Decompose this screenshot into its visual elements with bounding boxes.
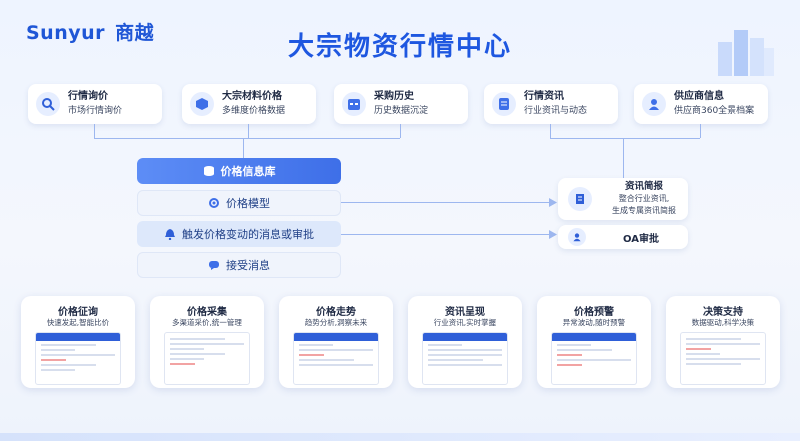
brief-title: 资讯简报 (624, 181, 663, 192)
feature-title: 资讯呈现 (445, 307, 485, 318)
cube-icon (190, 92, 214, 116)
bell-icon (165, 229, 175, 240)
card-sub: 市场行情询价 (68, 106, 123, 116)
card-purchase-history[interactable]: 采购历史历史数据沉淀 (334, 84, 468, 124)
pill-label: 价格信息库 (220, 165, 276, 178)
arrow-head-icon (549, 230, 557, 239)
feature-screenshot (293, 332, 379, 385)
chat-icon (209, 261, 219, 270)
receive-message-pill[interactable]: 接受消息 (137, 252, 341, 278)
feature-sub: 异常波动,随时预警 (562, 318, 626, 327)
feature-sub: 多渠道采价,统一管理 (172, 318, 242, 327)
trigger-approval-pill[interactable]: 触发价格变动的消息或审批 (137, 221, 341, 247)
feature-sub: 快速发起,智能比价 (46, 318, 110, 327)
connector-line (94, 138, 400, 139)
feature-screenshot (422, 332, 508, 385)
connector-line (550, 124, 551, 138)
feature-sub: 数据驱动,科学决策 (691, 318, 755, 327)
card-sub: 行业资讯与动态 (524, 106, 588, 116)
feature-title: 价格征询 (58, 307, 98, 318)
oa-approval-box[interactable]: OA审批 (558, 225, 688, 249)
settings-icon (209, 198, 219, 208)
footer-bar (0, 433, 800, 441)
card-sub: 供应商360全景档案 (674, 106, 755, 116)
pill-label: 触发价格变动的消息或审批 (182, 228, 314, 241)
report-icon (568, 187, 592, 211)
building-decoration-icon (718, 30, 774, 76)
card-title: 行情询价 (68, 91, 108, 102)
connector-line (700, 124, 701, 138)
card-title: 大宗材料价格 (222, 91, 282, 102)
feature-title: 价格走势 (316, 307, 356, 318)
brand-logo: Sunyur 商越 (26, 18, 154, 45)
connector-line (550, 138, 700, 139)
arrow-head-icon (549, 198, 557, 207)
feature-card-price-alert[interactable]: 价格预警 异常波动,随时预警 (537, 296, 651, 388)
feature-title: 决策支持 (703, 307, 743, 318)
card-title: 供应商信息 (674, 91, 724, 102)
pill-label: 价格模型 (226, 197, 270, 210)
card-title: 行情资讯 (524, 91, 564, 102)
card-market-inquiry[interactable]: 行情询价市场行情询价 (28, 84, 162, 124)
card-sub: 历史数据沉淀 (374, 106, 429, 116)
arrow-line (341, 234, 551, 235)
calendar-icon (342, 92, 366, 116)
document-icon (492, 92, 516, 116)
price-model-pill[interactable]: 价格模型 (137, 190, 341, 216)
feature-card-decision-support[interactable]: 决策支持 数据驱动,科学决策 (666, 296, 780, 388)
brief-line1: 整合行业资讯, (618, 194, 670, 203)
connector-line (248, 124, 249, 138)
connector-line (243, 138, 244, 158)
oa-title: OA审批 (623, 233, 659, 245)
feature-screenshot (680, 332, 766, 385)
connector-line (400, 124, 401, 138)
feature-card-news-display[interactable]: 资讯呈现 行业资讯,实时掌握 (408, 296, 522, 388)
search-icon (36, 92, 60, 116)
connector-line (94, 124, 95, 138)
feature-card-price-collection[interactable]: 价格采集 多渠道采价,统一管理 (150, 296, 264, 388)
logo-brand: Sunyur (26, 22, 106, 44)
card-sub: 多维度价格数据 (222, 106, 286, 116)
arrow-line (341, 202, 551, 203)
news-brief-box[interactable]: 资讯简报 整合行业资讯, 生成专属资讯简报 (558, 178, 688, 220)
feature-title: 价格预警 (574, 307, 614, 318)
feature-screenshot (164, 332, 250, 385)
price-database-pill[interactable]: 价格信息库 (137, 158, 341, 184)
feature-screenshot (35, 332, 121, 385)
feature-screenshot (551, 332, 637, 385)
card-title: 采购历史 (374, 91, 414, 102)
user-icon (642, 92, 666, 116)
connector-line (623, 138, 624, 178)
pill-label: 接受消息 (226, 259, 270, 272)
page-title: 大宗物资行情中心 (287, 32, 512, 62)
user-icon (568, 228, 586, 246)
feature-card-price-trend[interactable]: 价格走势 趋势分析,洞察未来 (279, 296, 393, 388)
brief-line2: 生成专属资讯简报 (612, 206, 676, 215)
card-commodity-price[interactable]: 大宗材料价格多维度价格数据 (182, 84, 316, 124)
card-market-news[interactable]: 行情资讯行业资讯与动态 (484, 84, 618, 124)
feature-sub: 趋势分析,洞察未来 (304, 318, 368, 327)
database-icon (203, 166, 214, 176)
feature-title: 价格采集 (187, 307, 227, 318)
logo-cn: 商越 (115, 22, 155, 44)
feature-card-price-inquiry[interactable]: 价格征询 快速发起,智能比价 (21, 296, 135, 388)
feature-sub: 行业资讯,实时掌握 (433, 318, 497, 327)
card-supplier-info[interactable]: 供应商信息供应商360全景档案 (634, 84, 768, 124)
